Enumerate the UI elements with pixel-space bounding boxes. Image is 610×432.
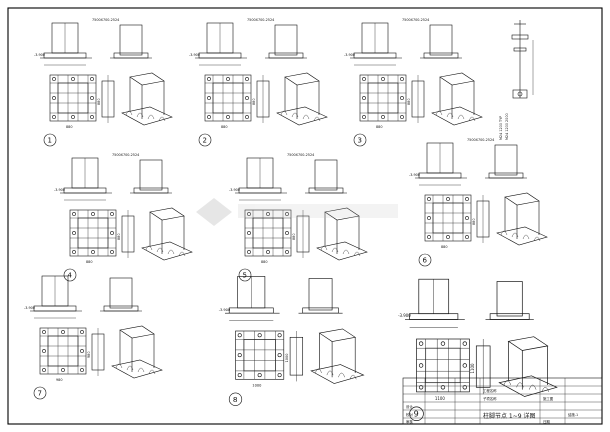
- column-base-detail-2: 7500X700-2524 -3.900 880 880 2: [189, 18, 328, 147]
- sheet-border: [7, 7, 603, 425]
- plan-width-label: 1100: [435, 396, 445, 401]
- detail-number-circle: [353, 133, 367, 147]
- detail-number: 2: [203, 137, 207, 145]
- column-base-detail-4: 7500X700-2524 -3.900 880 880 4: [54, 153, 193, 282]
- top-dimension-label: 7500X700-2524: [287, 153, 314, 157]
- top-dimension-label: 7500X700-2524: [92, 18, 119, 22]
- detail-number-circle: [238, 268, 252, 282]
- isometric-view: [121, 72, 173, 126]
- detail-number: 5: [243, 272, 247, 280]
- top-dimension-label: 7500X700-2524: [402, 18, 429, 22]
- base-plate-plan: [359, 74, 407, 122]
- base-plate-plan: [69, 209, 117, 257]
- elevation-label: -3.900: [189, 53, 200, 57]
- bolt-label-1: M24 1200 TYP: [499, 116, 503, 140]
- plan-height-label: 880: [407, 99, 411, 105]
- detail-number: 4: [68, 272, 73, 280]
- plan-width-label: 880: [376, 125, 382, 129]
- base-plate-plan: [416, 338, 470, 393]
- sheet-number: 结施-1: [568, 412, 578, 417]
- base-plate-plan: [424, 194, 472, 242]
- plan-height-label: 1000: [285, 353, 289, 363]
- base-plate-plan: [235, 330, 285, 380]
- elevation-label: -3.900: [398, 313, 411, 318]
- plan-height-label: 880: [97, 99, 101, 105]
- detail-number-circle: [63, 268, 77, 282]
- plan-height-label: 880: [252, 99, 256, 105]
- elevation-label: -3.900: [409, 173, 420, 177]
- anchor-bolt-detail: M24 1200 TYP M24 1200 2000: [499, 20, 534, 140]
- elevation-label: -3.900: [219, 308, 231, 312]
- plan-height-label: 880: [292, 234, 296, 240]
- isometric-view: [496, 192, 548, 246]
- plan-width-label: 880: [441, 245, 447, 249]
- base-plate-plan: [204, 74, 252, 122]
- detail-number-circle: [198, 133, 212, 147]
- plan-height-label: 980: [87, 352, 91, 358]
- detail-number: 9: [414, 410, 419, 419]
- bolt-label-2: M24 1200 2000: [505, 113, 509, 140]
- column-base-detail-9: -3.900 1100 1100 9: [398, 278, 558, 421]
- detail-number-circle: [418, 253, 432, 267]
- column-base-detail-3: 7500X700-2524 -3.900 880 880 3: [344, 18, 483, 147]
- isometric-view: [498, 336, 558, 397]
- isometric-view: [310, 328, 365, 384]
- detail-number: 8: [233, 395, 238, 404]
- plan-width-label: 880: [66, 125, 72, 129]
- title-row-2: 子项名称: [483, 396, 497, 401]
- title-date: 日期: [543, 419, 550, 424]
- elevation-label: -3.900: [34, 53, 45, 57]
- plan-width-label: 880: [86, 260, 92, 264]
- title-stage: 施工图: [543, 396, 554, 401]
- title-row-3: 设计: [406, 404, 413, 409]
- top-dimension-label: 7500X700-2524: [247, 18, 274, 22]
- title-block: 工程名称 子项名称 设计 校对 审核 施工图 日期 柱脚节点 1~9 详图 结施…: [402, 377, 603, 425]
- detail-number: 3: [358, 137, 362, 145]
- title-row-4: 校对: [406, 412, 413, 417]
- title-row-1: 工程名称: [483, 388, 497, 393]
- plan-width-label: 880: [261, 260, 267, 264]
- isometric-view: [141, 207, 193, 261]
- detail-number: 7: [38, 390, 42, 398]
- plan-height-label: 880: [472, 219, 476, 225]
- elevation-label: -3.900: [229, 188, 240, 192]
- detail-number-circle: [409, 406, 424, 421]
- detail-number: 1: [48, 137, 52, 145]
- detail-number-circle: [43, 133, 57, 147]
- isometric-view: [111, 325, 163, 379]
- elevation-label: -3.900: [344, 53, 355, 57]
- column-base-detail-1: 7500X700-2524 -3.900 880 880 1: [34, 18, 173, 147]
- top-dimension-label: 7500X700-2524: [112, 153, 139, 157]
- plan-width-label: 1000: [252, 384, 262, 388]
- column-base-detail-5: 7500X700-2524 -3.900 880 880 5: [229, 153, 368, 282]
- isometric-view: [316, 207, 368, 261]
- plan-width-label: 880: [221, 125, 227, 129]
- isometric-view: [431, 72, 483, 126]
- plan-height-label: 1100: [470, 363, 475, 373]
- drawing-title: 柱脚节点 1~9 详图: [483, 412, 535, 420]
- plan-height-label: 880: [117, 234, 121, 240]
- column-base-detail-6: 7500X700-2524 -3.900 880 880 6: [409, 138, 548, 267]
- title-row-5: 审核: [406, 419, 413, 424]
- base-plate-plan: [39, 327, 87, 375]
- elevation-label: -3.900: [24, 306, 35, 310]
- detail-number-circle: [33, 386, 47, 400]
- elevation-label: -3.900: [54, 188, 65, 192]
- plan-width-label: 980: [56, 378, 62, 382]
- watermark-logo: [196, 198, 398, 226]
- isometric-view: [276, 72, 328, 126]
- base-plate-plan: [244, 209, 292, 257]
- detail-number-circle: [228, 392, 243, 406]
- base-plate-plan: [49, 74, 97, 122]
- detail-number: 6: [423, 257, 428, 265]
- column-base-detail-7: -3.900 980 980 7: [24, 275, 163, 400]
- top-dimension-label: 7500X700-2524: [467, 138, 494, 142]
- column-base-detail-8: -3.900 1000 1000 8: [219, 276, 365, 406]
